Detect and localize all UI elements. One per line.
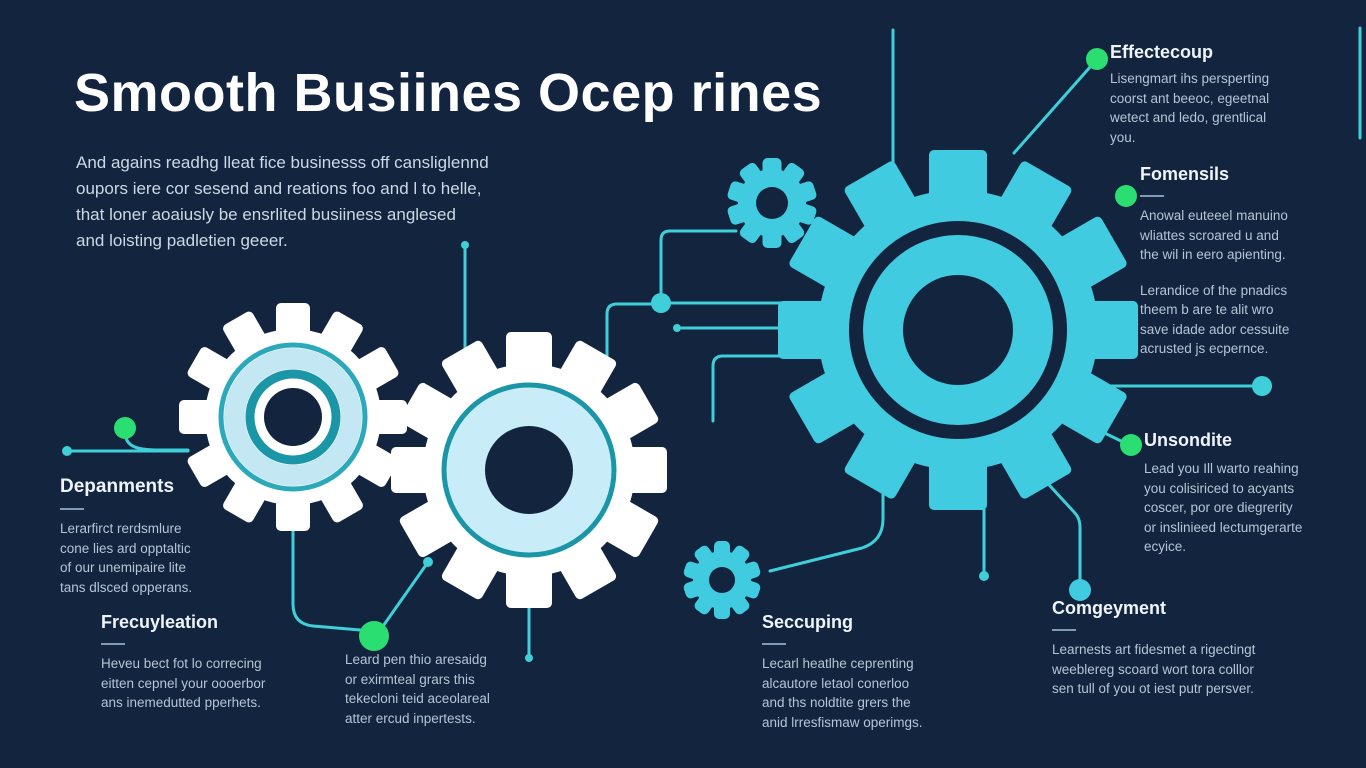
intro-paragraph: And agains readhg lleat fice businesss o… xyxy=(76,153,489,250)
block-heading: Fomensils xyxy=(1140,164,1230,184)
block-depanments: Depanments Lerarfirct rerdsmlure cone li… xyxy=(60,476,260,597)
block-heading: Seccuping xyxy=(762,612,854,632)
small-top-gear-icon xyxy=(727,158,817,248)
block-heading: Frecuyleation xyxy=(101,612,219,632)
heading-underline xyxy=(60,508,84,510)
connector-line xyxy=(123,430,190,452)
heading-underline xyxy=(1140,195,1164,197)
connector-line xyxy=(1038,473,1082,581)
teal-endpoint-dot xyxy=(1069,579,1091,601)
small-bottom-gear-icon xyxy=(683,541,761,619)
block-unsondite: Unsondite Lead you Ill warto reahing you… xyxy=(1144,430,1344,557)
connector-line xyxy=(379,563,428,631)
block-fomensils: Fomensils Anowal euteeel manuino wliatte… xyxy=(1140,164,1330,359)
teal-node-dot xyxy=(651,293,671,313)
connector-line xyxy=(605,302,654,364)
block-body: Lerandice of the pnadics theem b are te … xyxy=(1140,282,1290,357)
middle-gear-icon xyxy=(391,332,667,608)
block-heading: Unsondite xyxy=(1144,430,1232,450)
circuit-lines xyxy=(65,26,1362,657)
block-body: Learnests art fidesmet a rigectingt weeb… xyxy=(1052,642,1256,696)
block-body: Lecarl heatlhe ceprenting alcautore leta… xyxy=(762,656,923,730)
green-dot xyxy=(1086,48,1108,70)
block-body: Lisengmart ihs persperting coorst ant be… xyxy=(1110,71,1270,145)
block-body: Leard pen thio aresaidg or exirmteal gra… xyxy=(345,652,490,726)
page-title: Smooth Busiines Ocep rines xyxy=(74,63,823,123)
green-dot xyxy=(1115,185,1137,207)
block-body: Lead you Ill warto reahing you colisiric… xyxy=(1144,461,1303,554)
connector-line xyxy=(291,522,362,632)
connector-line xyxy=(768,459,885,573)
block-body: Lerarfirct rerdsmlure cone lies ard oppt… xyxy=(60,521,193,595)
green-dot xyxy=(1120,434,1142,456)
block-heading: Depanments xyxy=(60,476,175,497)
teal-dot xyxy=(979,571,989,581)
heading-underline xyxy=(762,643,786,645)
connector-line xyxy=(711,354,803,423)
connector-line xyxy=(1012,64,1093,155)
block-body: Heveu bect fot lo correcing eitten cepne… xyxy=(101,656,266,710)
connector-line xyxy=(659,229,738,297)
large-gear-icon xyxy=(778,150,1138,510)
block-comgeyment: Comgeyment Learnests art fidesmet a rige… xyxy=(1052,598,1352,699)
connector-dots xyxy=(62,48,1272,662)
block-body: Anowal euteeel manuino wliattes scroared… xyxy=(1140,208,1288,262)
left-gear-icon xyxy=(179,303,407,531)
teal-dot xyxy=(62,446,72,456)
teal-dot xyxy=(461,241,469,249)
block-leard: Leard pen thio aresaidg or exirmteal gra… xyxy=(345,650,545,728)
heading-underline xyxy=(1052,629,1076,631)
green-dot xyxy=(359,621,389,651)
teal-dot xyxy=(525,654,533,662)
heading-underline xyxy=(101,643,125,645)
block-effectecoup: Effectecoup Lisengmart ihs persperting c… xyxy=(1110,42,1300,147)
block-frecuyleation: Frecuyleation Heveu bect fot lo correcin… xyxy=(101,612,311,713)
block-heading: Comgeyment xyxy=(1052,598,1167,618)
teal-dot xyxy=(423,557,433,567)
green-dot xyxy=(114,417,136,439)
teal-dot xyxy=(673,324,681,332)
block-heading: Effectecoup xyxy=(1110,42,1214,62)
block-seccuping: Seccuping Lecarl heatlhe ceprenting alca… xyxy=(762,612,962,732)
teal-endpoint-dot xyxy=(1252,376,1272,396)
